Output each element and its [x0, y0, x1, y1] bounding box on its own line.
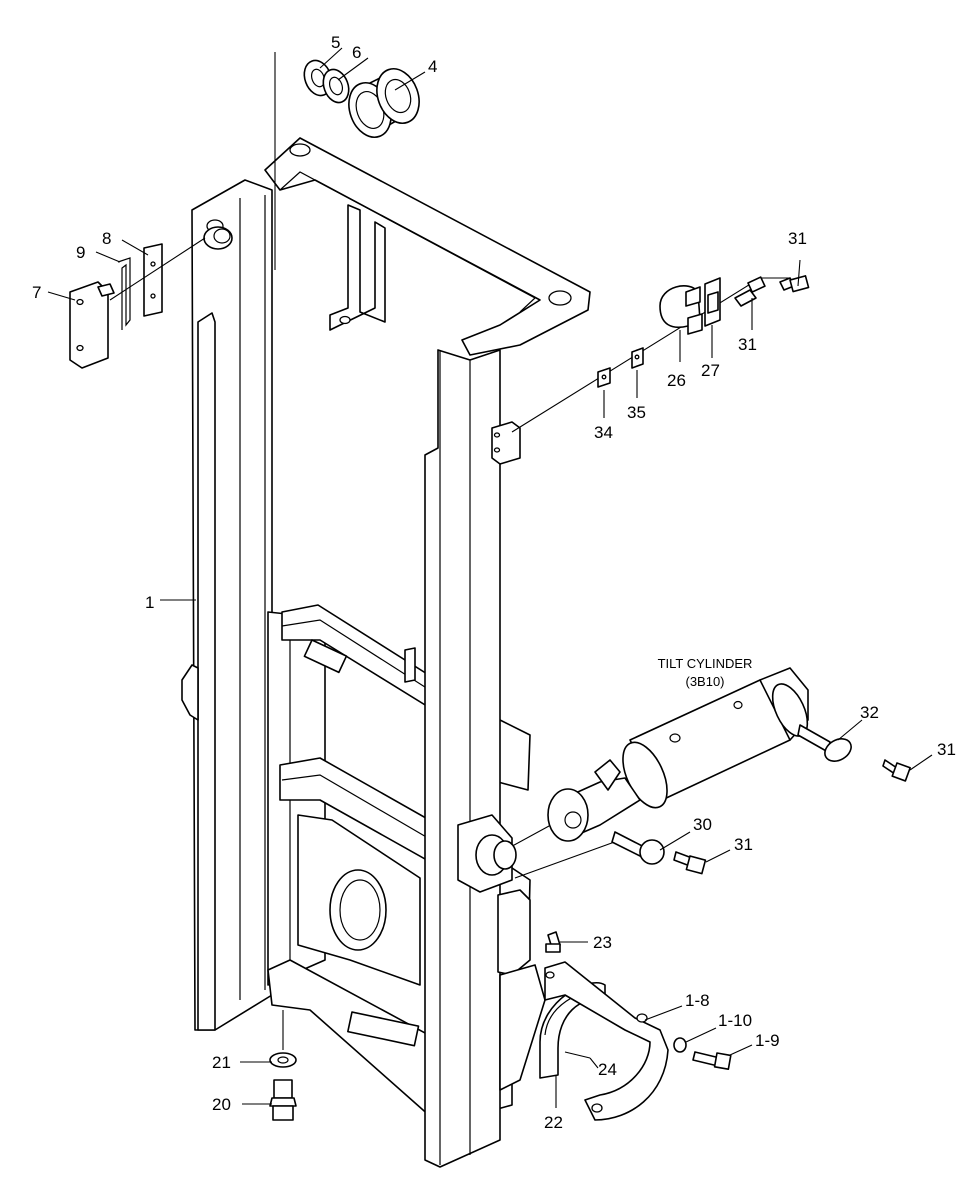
bolt-part-1-9 — [692, 1051, 732, 1071]
pin-axis-line — [109, 237, 206, 301]
callout-7: 7 — [32, 283, 41, 302]
callout-5: 5 — [331, 33, 340, 52]
callout-6: 6 — [352, 43, 361, 62]
clamp-part-26 — [659, 285, 703, 335]
callout-31-mid: 31 — [738, 335, 757, 354]
bolt-part-31-top — [734, 276, 766, 307]
callout-21: 21 — [212, 1053, 231, 1072]
assembly-ref: (3B10) — [685, 674, 724, 689]
mast-frame — [181, 137, 591, 1168]
callout-1-10: 1-10 — [718, 1011, 752, 1030]
callout-34: 34 — [594, 423, 613, 442]
callout-32: 32 — [860, 703, 879, 722]
pin-part-30 — [611, 831, 665, 865]
bushing-pin-part-24 — [564, 1051, 591, 1059]
callout-8: 8 — [102, 229, 111, 248]
cap-part-1-8 — [544, 961, 669, 1121]
pin-part-32 — [797, 724, 852, 762]
callout-30: 30 — [693, 815, 712, 834]
callout-24: 24 — [598, 1060, 617, 1079]
callout-leaders — [47, 47, 933, 1108]
shim-part-35 — [631, 347, 644, 369]
bolt-part-31-lower — [673, 851, 707, 875]
bolt-part-31-cyl — [882, 759, 911, 782]
callout-1: 1 — [145, 593, 154, 612]
callout-9: 9 — [76, 243, 85, 262]
callout-35: 35 — [627, 403, 646, 422]
assembly-name: TILT CYLINDER — [658, 656, 753, 671]
callout-31-top: 31 — [788, 229, 807, 248]
pivot-pin — [203, 226, 233, 250]
bolt-part-31-topright — [779, 275, 810, 293]
tilt-cylinder — [504, 667, 809, 879]
callout-labels: 1 4 5 6 7 8 9 20 21 22 23 24 26 27 30 31… — [32, 33, 956, 1132]
bolt-part-20 — [269, 1079, 297, 1121]
washer-part-6 — [322, 68, 350, 104]
washer-part-1-10 — [673, 1037, 687, 1053]
callout-26: 26 — [667, 371, 686, 390]
plate-part-8 — [143, 243, 163, 317]
washer-part-21 — [269, 1052, 297, 1068]
callout-31-lower: 31 — [734, 835, 753, 854]
bracket-part-27 — [704, 277, 721, 327]
shim-part-34 — [597, 367, 611, 388]
tilt-cylinder-caption: TILT CYLINDER (3B10) — [658, 656, 753, 689]
callout-1-8: 1-8 — [685, 991, 710, 1010]
bracket-part-7 — [69, 281, 115, 369]
mast-trunnion — [457, 814, 517, 893]
grease-nipple-part-23 — [545, 931, 561, 953]
callout-23: 23 — [593, 933, 612, 952]
callout-22: 22 — [544, 1113, 563, 1132]
callout-31-cyl: 31 — [937, 740, 956, 759]
callout-20: 20 — [212, 1095, 231, 1114]
bearing-part-4 — [348, 68, 420, 138]
callout-1-9: 1-9 — [755, 1031, 780, 1050]
callout-4: 4 — [428, 57, 437, 76]
callout-27: 27 — [701, 361, 720, 380]
spring-clip-part-9 — [117, 257, 131, 330]
